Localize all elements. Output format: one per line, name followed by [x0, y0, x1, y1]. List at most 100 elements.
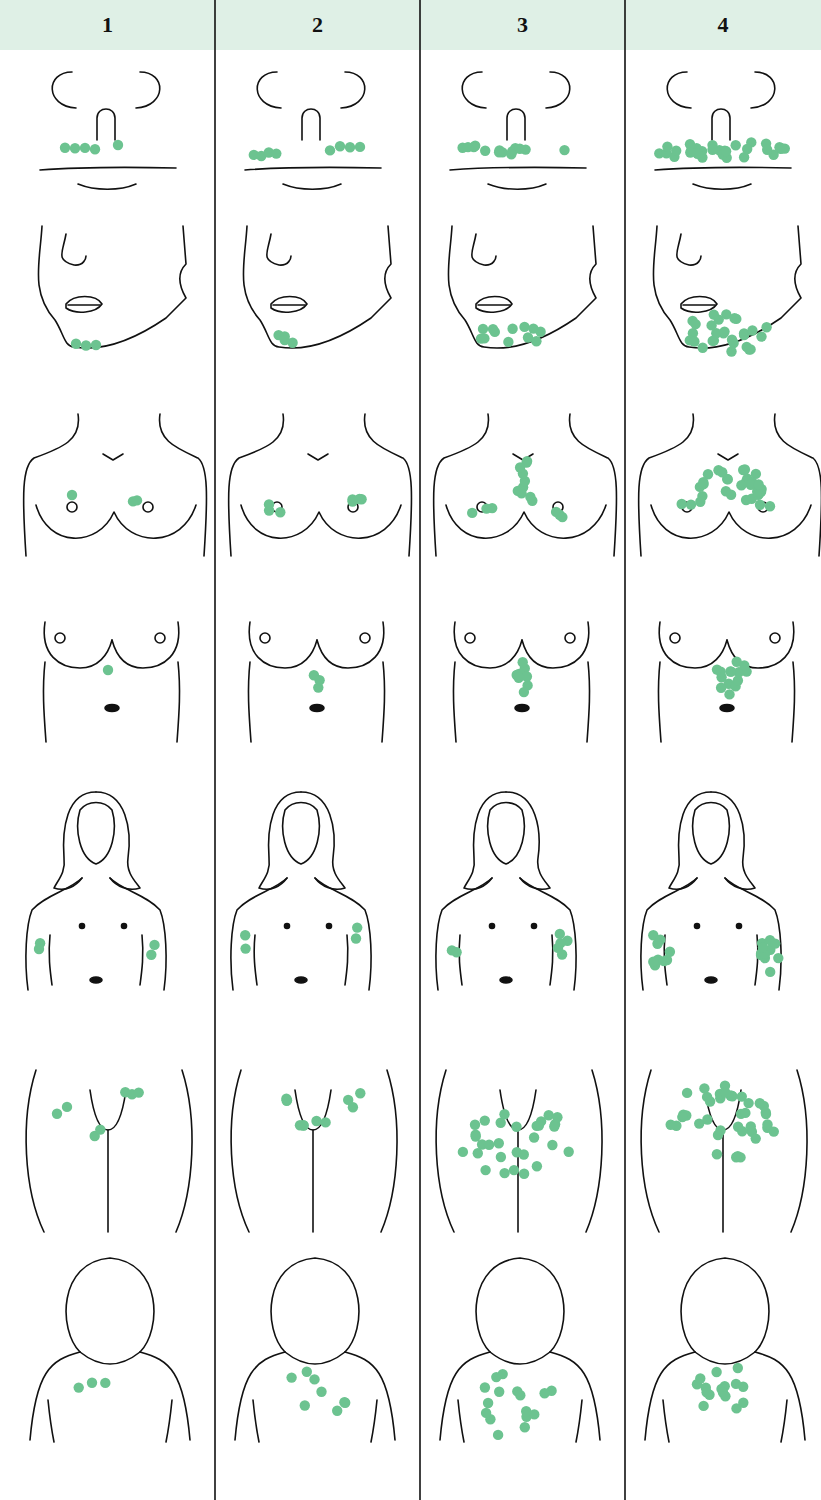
hair-dot — [738, 1382, 748, 1392]
hair-dot — [747, 325, 757, 335]
hair-dot — [755, 1098, 765, 1108]
hair-dot — [742, 144, 752, 154]
hair-dot — [103, 665, 113, 675]
hair-dot — [87, 1378, 97, 1388]
hair-dot — [519, 1169, 529, 1179]
hair-dot — [712, 664, 722, 674]
hair-dot — [493, 1430, 503, 1440]
hair-dot — [725, 666, 735, 676]
hair-dot — [777, 143, 787, 153]
hair-dot — [665, 947, 675, 957]
hair-dot — [740, 1108, 750, 1118]
hair-dot — [483, 1398, 493, 1408]
hair-dot — [80, 143, 90, 153]
hair-dot — [451, 947, 461, 957]
hair-dot — [325, 145, 335, 155]
hair-dot — [520, 1422, 530, 1432]
hair-dot — [714, 314, 724, 324]
hair-dot — [694, 1118, 704, 1128]
hair-dot — [240, 943, 250, 953]
hair-dot — [717, 467, 727, 477]
hair-dot — [499, 1168, 509, 1178]
hair-dot — [534, 1120, 544, 1130]
hair-dot — [60, 143, 70, 153]
hair-dot — [521, 1406, 531, 1416]
hair-dot — [519, 1149, 529, 1159]
hair-dot — [340, 1398, 350, 1408]
hair-dot — [724, 689, 734, 699]
hair-dot — [74, 1382, 84, 1392]
hair-dot — [712, 1149, 722, 1159]
hair-dot — [666, 1120, 676, 1130]
column-rule — [624, 0, 626, 1500]
hair-dot — [494, 147, 504, 157]
hair-dot — [134, 1087, 144, 1097]
column-number: 4 — [625, 0, 821, 50]
hair-dot — [711, 1367, 721, 1377]
hair-dot — [741, 495, 751, 505]
hair-dot — [682, 1088, 692, 1098]
hair-dot — [511, 1122, 521, 1132]
hair-dot — [720, 1391, 730, 1401]
hair-dot — [737, 1126, 747, 1136]
hair-dot — [316, 1387, 326, 1397]
hair-dot — [335, 141, 345, 151]
hair-dot — [564, 1147, 574, 1157]
hair-dot — [476, 333, 486, 343]
hair-dot — [762, 145, 772, 155]
hair-dot — [701, 1387, 711, 1397]
hair-dot — [698, 477, 708, 487]
hair-dot — [473, 1148, 483, 1158]
hair-dot — [755, 500, 765, 510]
hair-dot — [733, 1363, 743, 1373]
hair-dot — [71, 339, 81, 349]
column-number: 2 — [215, 0, 420, 50]
hair-dot — [686, 499, 696, 509]
hair-dot — [773, 953, 783, 963]
hair-dot — [721, 146, 731, 156]
hair-dot — [519, 322, 529, 332]
hair-dot — [753, 479, 763, 489]
hair-dot — [765, 967, 775, 977]
hair-dot — [300, 1400, 310, 1410]
hair-dot — [352, 922, 362, 932]
hair-dot — [513, 486, 523, 496]
hair-dot — [91, 340, 101, 350]
hair-dot — [716, 683, 726, 693]
hair-dot — [355, 142, 365, 152]
hair-dot — [70, 143, 80, 153]
hair-dot — [481, 1408, 491, 1418]
hair-dot — [509, 1165, 519, 1175]
hair-dot — [531, 336, 541, 346]
hair-dot — [240, 930, 250, 940]
hair-dot — [715, 1125, 725, 1135]
hair-dot — [549, 1121, 559, 1131]
hair-dot — [275, 507, 285, 517]
hair-dot — [695, 497, 705, 507]
hair-dot — [480, 146, 490, 156]
hair-dot — [739, 660, 749, 670]
hair-dot — [498, 1369, 508, 1379]
hair-dot — [282, 1095, 292, 1105]
hair-dot — [309, 1374, 319, 1384]
hair-dot — [90, 144, 100, 154]
hair-dot — [659, 956, 669, 966]
hair-dot — [765, 501, 775, 511]
hair-dot — [719, 326, 729, 336]
hair-dot — [62, 1102, 72, 1112]
hair-dot — [733, 675, 743, 685]
hair-dot — [736, 480, 746, 490]
hair-dot — [770, 938, 780, 948]
hair-dot — [286, 1372, 296, 1382]
hair-dot — [471, 1131, 481, 1141]
hair-dot — [547, 1140, 557, 1150]
hair-dot — [527, 496, 537, 506]
hair-dot — [271, 148, 281, 158]
hair-dot — [496, 1118, 506, 1128]
hair-dot — [149, 940, 159, 950]
hair-dot — [81, 340, 91, 350]
hair-dot — [528, 323, 538, 333]
hair-dot — [302, 1367, 312, 1377]
hair-dot — [478, 324, 488, 334]
hair-dot — [347, 496, 357, 506]
